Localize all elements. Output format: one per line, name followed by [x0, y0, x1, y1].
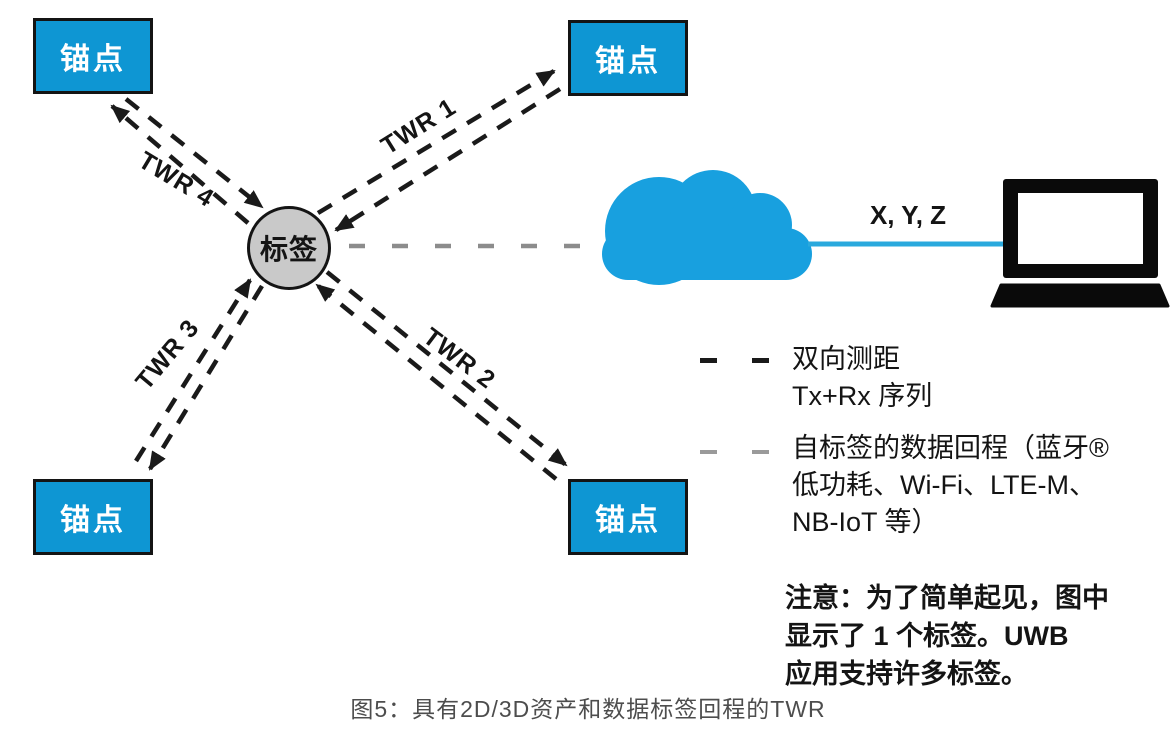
note-line1: 注意：为了简单起见，图中	[785, 583, 1109, 613]
note-text: 注意：为了简单起见，图中 显示了 1 个标签。UWB 应用支持许多标签。	[785, 579, 1109, 693]
legend-backhaul-line2: 低功耗、Wi-Fi、LTE-M、	[792, 470, 1096, 500]
legend-ranging-line1: 双向测距	[792, 344, 900, 374]
note-line3: 应用支持许多标签。	[785, 659, 1028, 689]
anchor-box-bottom-left: 锚点	[33, 479, 153, 555]
legend-backhaul-text: 自标签的数据回程（蓝牙® 低功耗、Wi-Fi、LTE-M、 NB-IoT 等）	[792, 430, 1109, 541]
anchor-label: 锚点	[595, 504, 661, 537]
anchor-label: 锚点	[60, 504, 126, 537]
twr4-ranging-lines	[110, 97, 264, 225]
legend-gray-dash-icon	[752, 450, 769, 454]
anchor-label: 锚点	[60, 43, 126, 76]
twr2-ranging-lines	[315, 270, 568, 481]
legend-black-dash-icon	[752, 358, 769, 363]
laptop-icon	[990, 179, 1170, 308]
tag-node: 标签	[247, 206, 331, 290]
legend-ranging-text: 双向测距 Tx+Rx 序列	[792, 341, 932, 415]
note-line2: 显示了 1 个标签。UWB	[785, 621, 1069, 651]
anchor-box-top-right: 锚点	[568, 20, 688, 96]
anchor-box-top-left: 锚点	[33, 18, 153, 94]
tag-label: 标签	[259, 234, 318, 265]
legend-gray-dash-icon	[700, 450, 717, 454]
xyz-label: X, Y, Z	[869, 200, 947, 230]
legend-ranging-line2: Tx+Rx 序列	[792, 381, 933, 411]
anchor-box-bottom-right: 锚点	[568, 479, 688, 555]
figure-caption: 图5：具有2D/3D资产和数据标签回程的TWR	[350, 696, 826, 722]
twr3-ranging-lines	[134, 278, 264, 471]
anchor-label: 锚点	[595, 45, 661, 78]
legend-backhaul-line1: 自标签的数据回程（蓝牙®	[792, 433, 1109, 463]
cloud-icon	[602, 170, 812, 285]
legend-black-dash-icon	[700, 358, 717, 363]
twr1-ranging-lines	[316, 69, 562, 232]
legend-backhaul-line3: NB-IoT 等）	[792, 507, 939, 537]
